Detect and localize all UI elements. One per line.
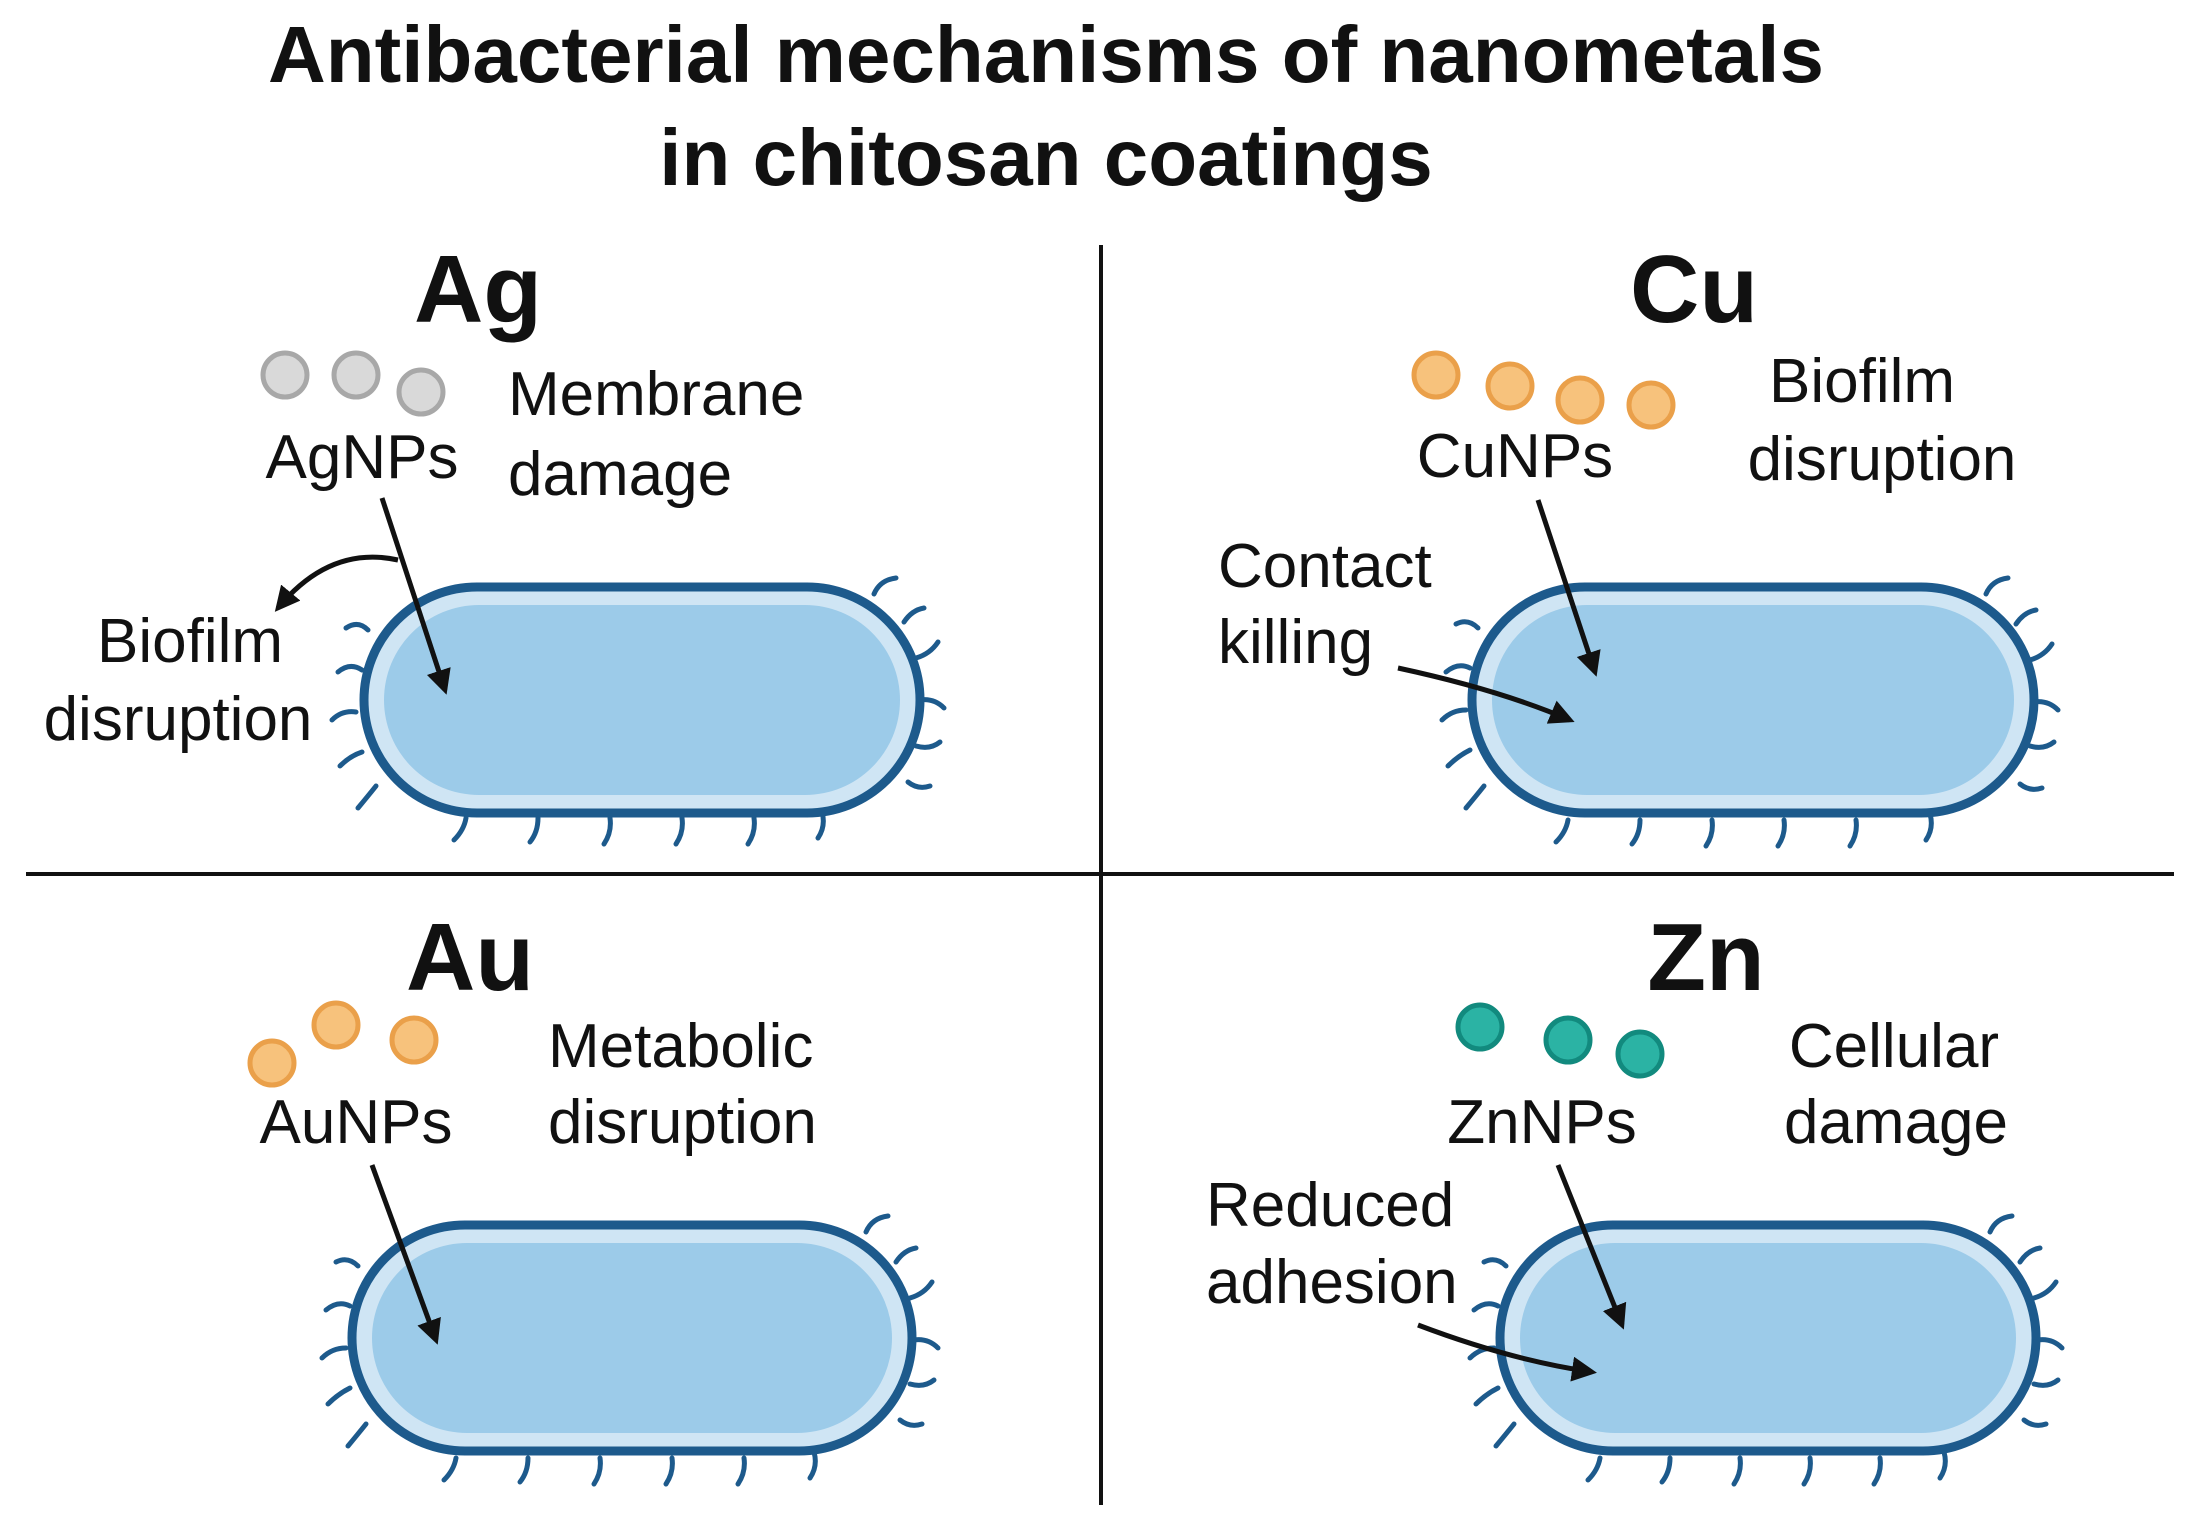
arrow-zn-adhesion xyxy=(1417,1322,1597,1382)
panel-zn: Zn ZnNPs Cellular damage Reduced adhesio… xyxy=(1206,904,2065,1487)
title-line-2: in chitosan coatings xyxy=(659,113,1432,202)
zinc-nanoparticle xyxy=(1615,1029,1665,1079)
particle-label-cu: CuNPs xyxy=(1417,422,1613,491)
copper-nanoparticle xyxy=(1485,361,1535,411)
gold-nanoparticle xyxy=(311,1000,361,1050)
arrow-au-metabolic xyxy=(369,1164,441,1345)
flagella xyxy=(1467,1213,2065,1487)
silver-nanoparticle xyxy=(260,350,310,400)
silver-nanoparticle xyxy=(396,367,446,417)
side-label-cu-1: Contact xyxy=(1218,532,1432,601)
arrow-cu-biofilm xyxy=(1535,499,1601,677)
particle-label-ag: AgNPs xyxy=(266,423,459,492)
effect-label-ag-1: Membrane xyxy=(508,360,804,429)
bacterium-cell-ag xyxy=(329,575,947,847)
flagella xyxy=(1439,575,2061,849)
particle-cluster-cu xyxy=(1411,350,1676,430)
panel-ag: Ag AgNPs Membrane damage Biofilm disrupt… xyxy=(44,236,947,847)
side-label-zn-1: Reduced xyxy=(1206,1171,1454,1240)
particle-cluster-ag xyxy=(260,350,446,417)
panel-cu: Cu CuNPs Biofilm disruption Contact kill… xyxy=(1218,236,2061,849)
arrow-zn-cellular xyxy=(1555,1164,1627,1330)
effect-label-au-2: disruption xyxy=(548,1088,817,1157)
copper-nanoparticle xyxy=(1555,375,1605,425)
metal-label-au: Au xyxy=(406,904,534,1011)
bacterium-cell-zn xyxy=(1467,1213,2065,1487)
arrow-ag-membrane xyxy=(379,497,451,695)
silver-nanoparticle xyxy=(331,350,381,400)
zinc-nanoparticle xyxy=(1543,1015,1593,1065)
particle-cluster-au xyxy=(247,1000,439,1088)
effect-label-zn-2: damage xyxy=(1784,1088,2008,1157)
title-line-1: Antibacterial mechanisms of nanometals xyxy=(268,10,1824,99)
bacterium-cell-cu xyxy=(1439,575,2061,849)
copper-nanoparticle xyxy=(1411,350,1461,400)
side-label-zn-2: adhesion xyxy=(1206,1248,1458,1317)
effect-label-ag-2: damage xyxy=(508,440,732,509)
zinc-nanoparticle xyxy=(1455,1002,1505,1052)
flagella xyxy=(329,575,947,847)
side-label-cu-2: killing xyxy=(1218,608,1373,677)
metal-label-zn: Zn xyxy=(1647,904,1764,1011)
effect-label-zn-1: Cellular xyxy=(1789,1012,1999,1081)
arrow-ag-biofilm xyxy=(274,554,399,612)
side-label-ag-1: Biofilm xyxy=(97,607,283,676)
effect-label-au-1: Metabolic xyxy=(548,1012,813,1081)
gold-nanoparticle xyxy=(389,1015,439,1065)
particle-cluster-zn xyxy=(1455,1002,1665,1079)
metal-label-ag: Ag xyxy=(414,236,542,343)
gold-nanoparticle xyxy=(247,1038,297,1088)
particle-label-au: AuNPs xyxy=(260,1088,453,1157)
arrow-cu-contact xyxy=(1397,665,1575,724)
bacterium-cell-au xyxy=(319,1213,941,1487)
metal-label-cu: Cu xyxy=(1630,236,1758,343)
effect-label-cu-2: disruption xyxy=(1748,425,2017,494)
copper-nanoparticle xyxy=(1626,380,1676,430)
side-label-ag-2: disruption xyxy=(44,685,313,754)
particle-label-zn: ZnNPs xyxy=(1447,1088,1636,1157)
panel-au: Au AuNPs Metabolic disruption xyxy=(247,904,941,1487)
flagella xyxy=(319,1213,941,1487)
effect-label-cu-1: Biofilm xyxy=(1769,347,1955,416)
